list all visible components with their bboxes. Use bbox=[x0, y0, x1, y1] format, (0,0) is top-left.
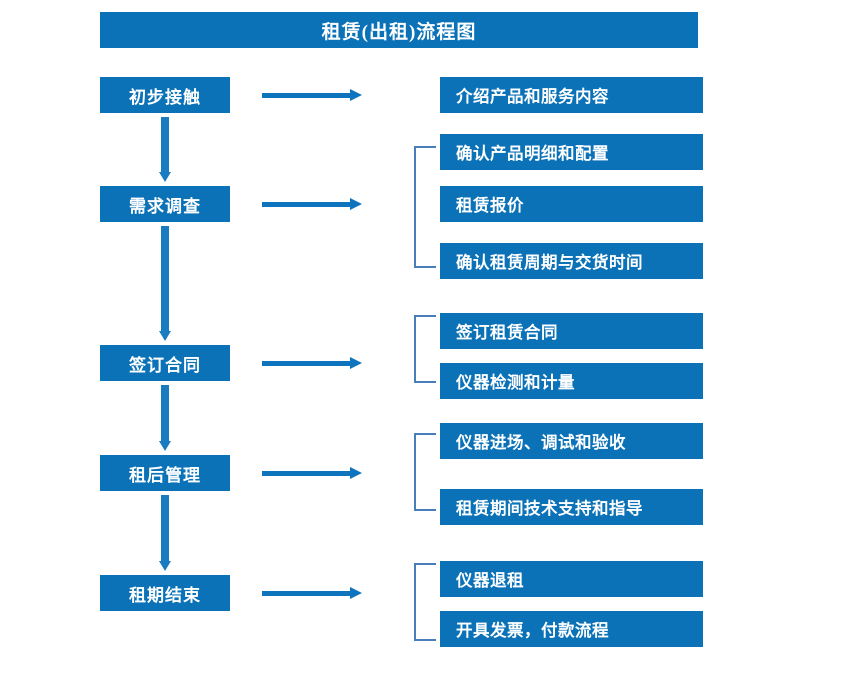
detail-box-sign-lease-contract[interactable]: 签订租赁合同 bbox=[440, 313, 703, 349]
group-bracket-contract bbox=[414, 315, 436, 383]
stage-box-zu-qi-jie-shu[interactable]: 租期结束 bbox=[100, 575, 230, 611]
stage-box-zu-hou-guan-li[interactable]: 租后管理 bbox=[100, 455, 230, 491]
detail-box-lease-quotation[interactable]: 租赁报价 bbox=[440, 186, 703, 222]
right-arrow-icon-4 bbox=[262, 467, 362, 479]
right-arrow-icon-5 bbox=[262, 587, 362, 599]
detail-box-confirm-lease-period[interactable]: 确认租赁周期与交货时间 bbox=[440, 243, 703, 279]
right-arrow-icon-3 bbox=[262, 357, 362, 369]
down-arrow-icon-3 bbox=[159, 385, 171, 451]
detail-box-introduce-products[interactable]: 介绍产品和服务内容 bbox=[440, 77, 703, 113]
stage-box-qian-ding-he-tong[interactable]: 签订合同 bbox=[100, 345, 230, 381]
detail-box-instrument-onsite[interactable]: 仪器进场、调试和验收 bbox=[440, 423, 703, 459]
right-arrow-icon-2 bbox=[262, 198, 362, 210]
group-bracket-post-lease bbox=[414, 433, 436, 511]
detail-box-instrument-inspection[interactable]: 仪器检测和计量 bbox=[440, 363, 703, 399]
detail-box-technical-support[interactable]: 租赁期间技术支持和指导 bbox=[440, 489, 703, 525]
stage-box-xu-qiu-diao-cha[interactable]: 需求调查 bbox=[100, 186, 230, 222]
detail-box-confirm-product-spec[interactable]: 确认产品明细和配置 bbox=[440, 134, 703, 170]
down-arrow-icon-1 bbox=[159, 117, 171, 182]
detail-box-invoice-payment[interactable]: 开具发票，付款流程 bbox=[440, 611, 703, 647]
detail-box-instrument-return[interactable]: 仪器退租 bbox=[440, 561, 703, 597]
down-arrow-icon-2 bbox=[159, 226, 171, 341]
group-bracket-lease-end bbox=[414, 563, 436, 641]
stage-box-chu-bu-jie-chu[interactable]: 初步接触 bbox=[100, 77, 230, 113]
page-title: 租赁(出租)流程图 bbox=[100, 12, 698, 48]
group-bracket-requirements bbox=[414, 146, 436, 268]
right-arrow-icon-1 bbox=[262, 89, 362, 101]
down-arrow-icon-4 bbox=[159, 495, 171, 571]
